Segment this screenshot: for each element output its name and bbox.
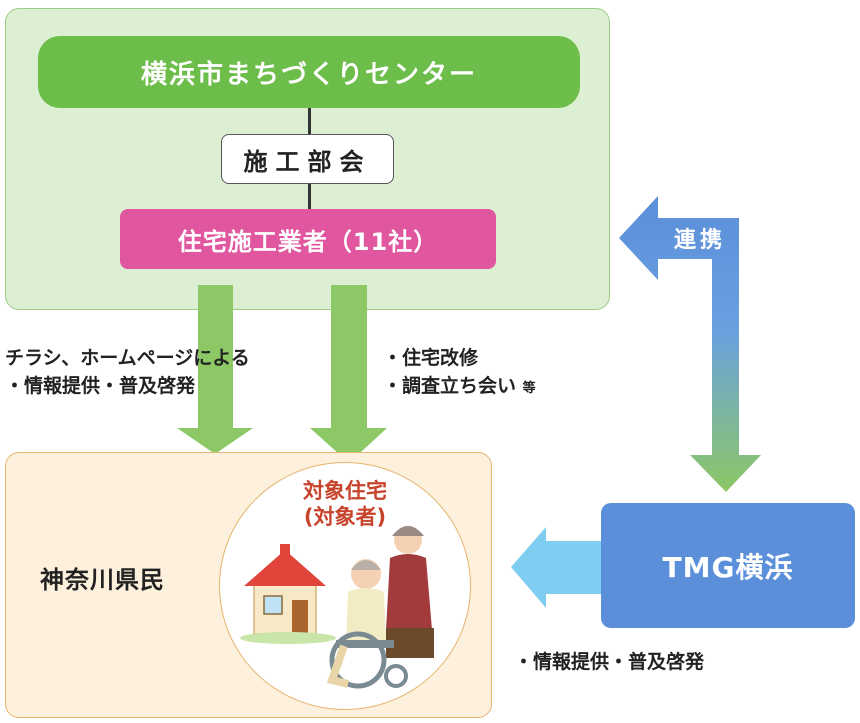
- note-right-line2-wrap: ・調査立ち会い 等: [383, 372, 536, 403]
- wheelchair-person-icon: [326, 559, 408, 689]
- machizukuri-center-box: 横浜市まちづくりセンター: [38, 36, 580, 108]
- house-and-people-illustration: [240, 526, 434, 689]
- residents-label: 神奈川県民: [40, 566, 165, 594]
- down-arrow-right: [310, 285, 387, 463]
- caregiver-icon: [386, 526, 434, 658]
- note-left-line1: チラシ、ホームページによる: [5, 347, 250, 369]
- note-right-suffix: 等: [522, 381, 536, 396]
- target-label-line2: (対象者): [303, 505, 387, 529]
- target-label-line1: 対象住宅: [303, 479, 387, 503]
- note-right: ・住宅改修 ・調査立ち会い 等: [383, 344, 536, 403]
- tmg-yokohama-box: TMG横浜: [601, 503, 855, 628]
- note-bottom: ・情報提供・普及啓発: [514, 651, 705, 673]
- collaboration-label: 連携: [674, 228, 727, 253]
- note-left-line2: ・情報提供・普及啓発: [5, 375, 196, 397]
- target-label: 対象住宅 (対象者): [219, 478, 471, 530]
- connector-line-top: [308, 108, 311, 134]
- connector-line-bottom: [308, 184, 311, 209]
- construction-division-box: 施工部会: [221, 134, 394, 184]
- down-arrow-left: [177, 285, 253, 454]
- housing-contractors-box: 住宅施工業者（11社）: [120, 209, 496, 269]
- note-right-line1: ・住宅改修: [383, 347, 479, 369]
- note-left: チラシ、ホームページによる ・情報提供・普及啓発: [5, 344, 250, 400]
- house-icon: [240, 544, 336, 644]
- collaboration-arrow: [619, 196, 761, 492]
- left-arrow-to-residents: [511, 527, 601, 608]
- note-right-line2: ・調査立ち会い: [383, 375, 517, 397]
